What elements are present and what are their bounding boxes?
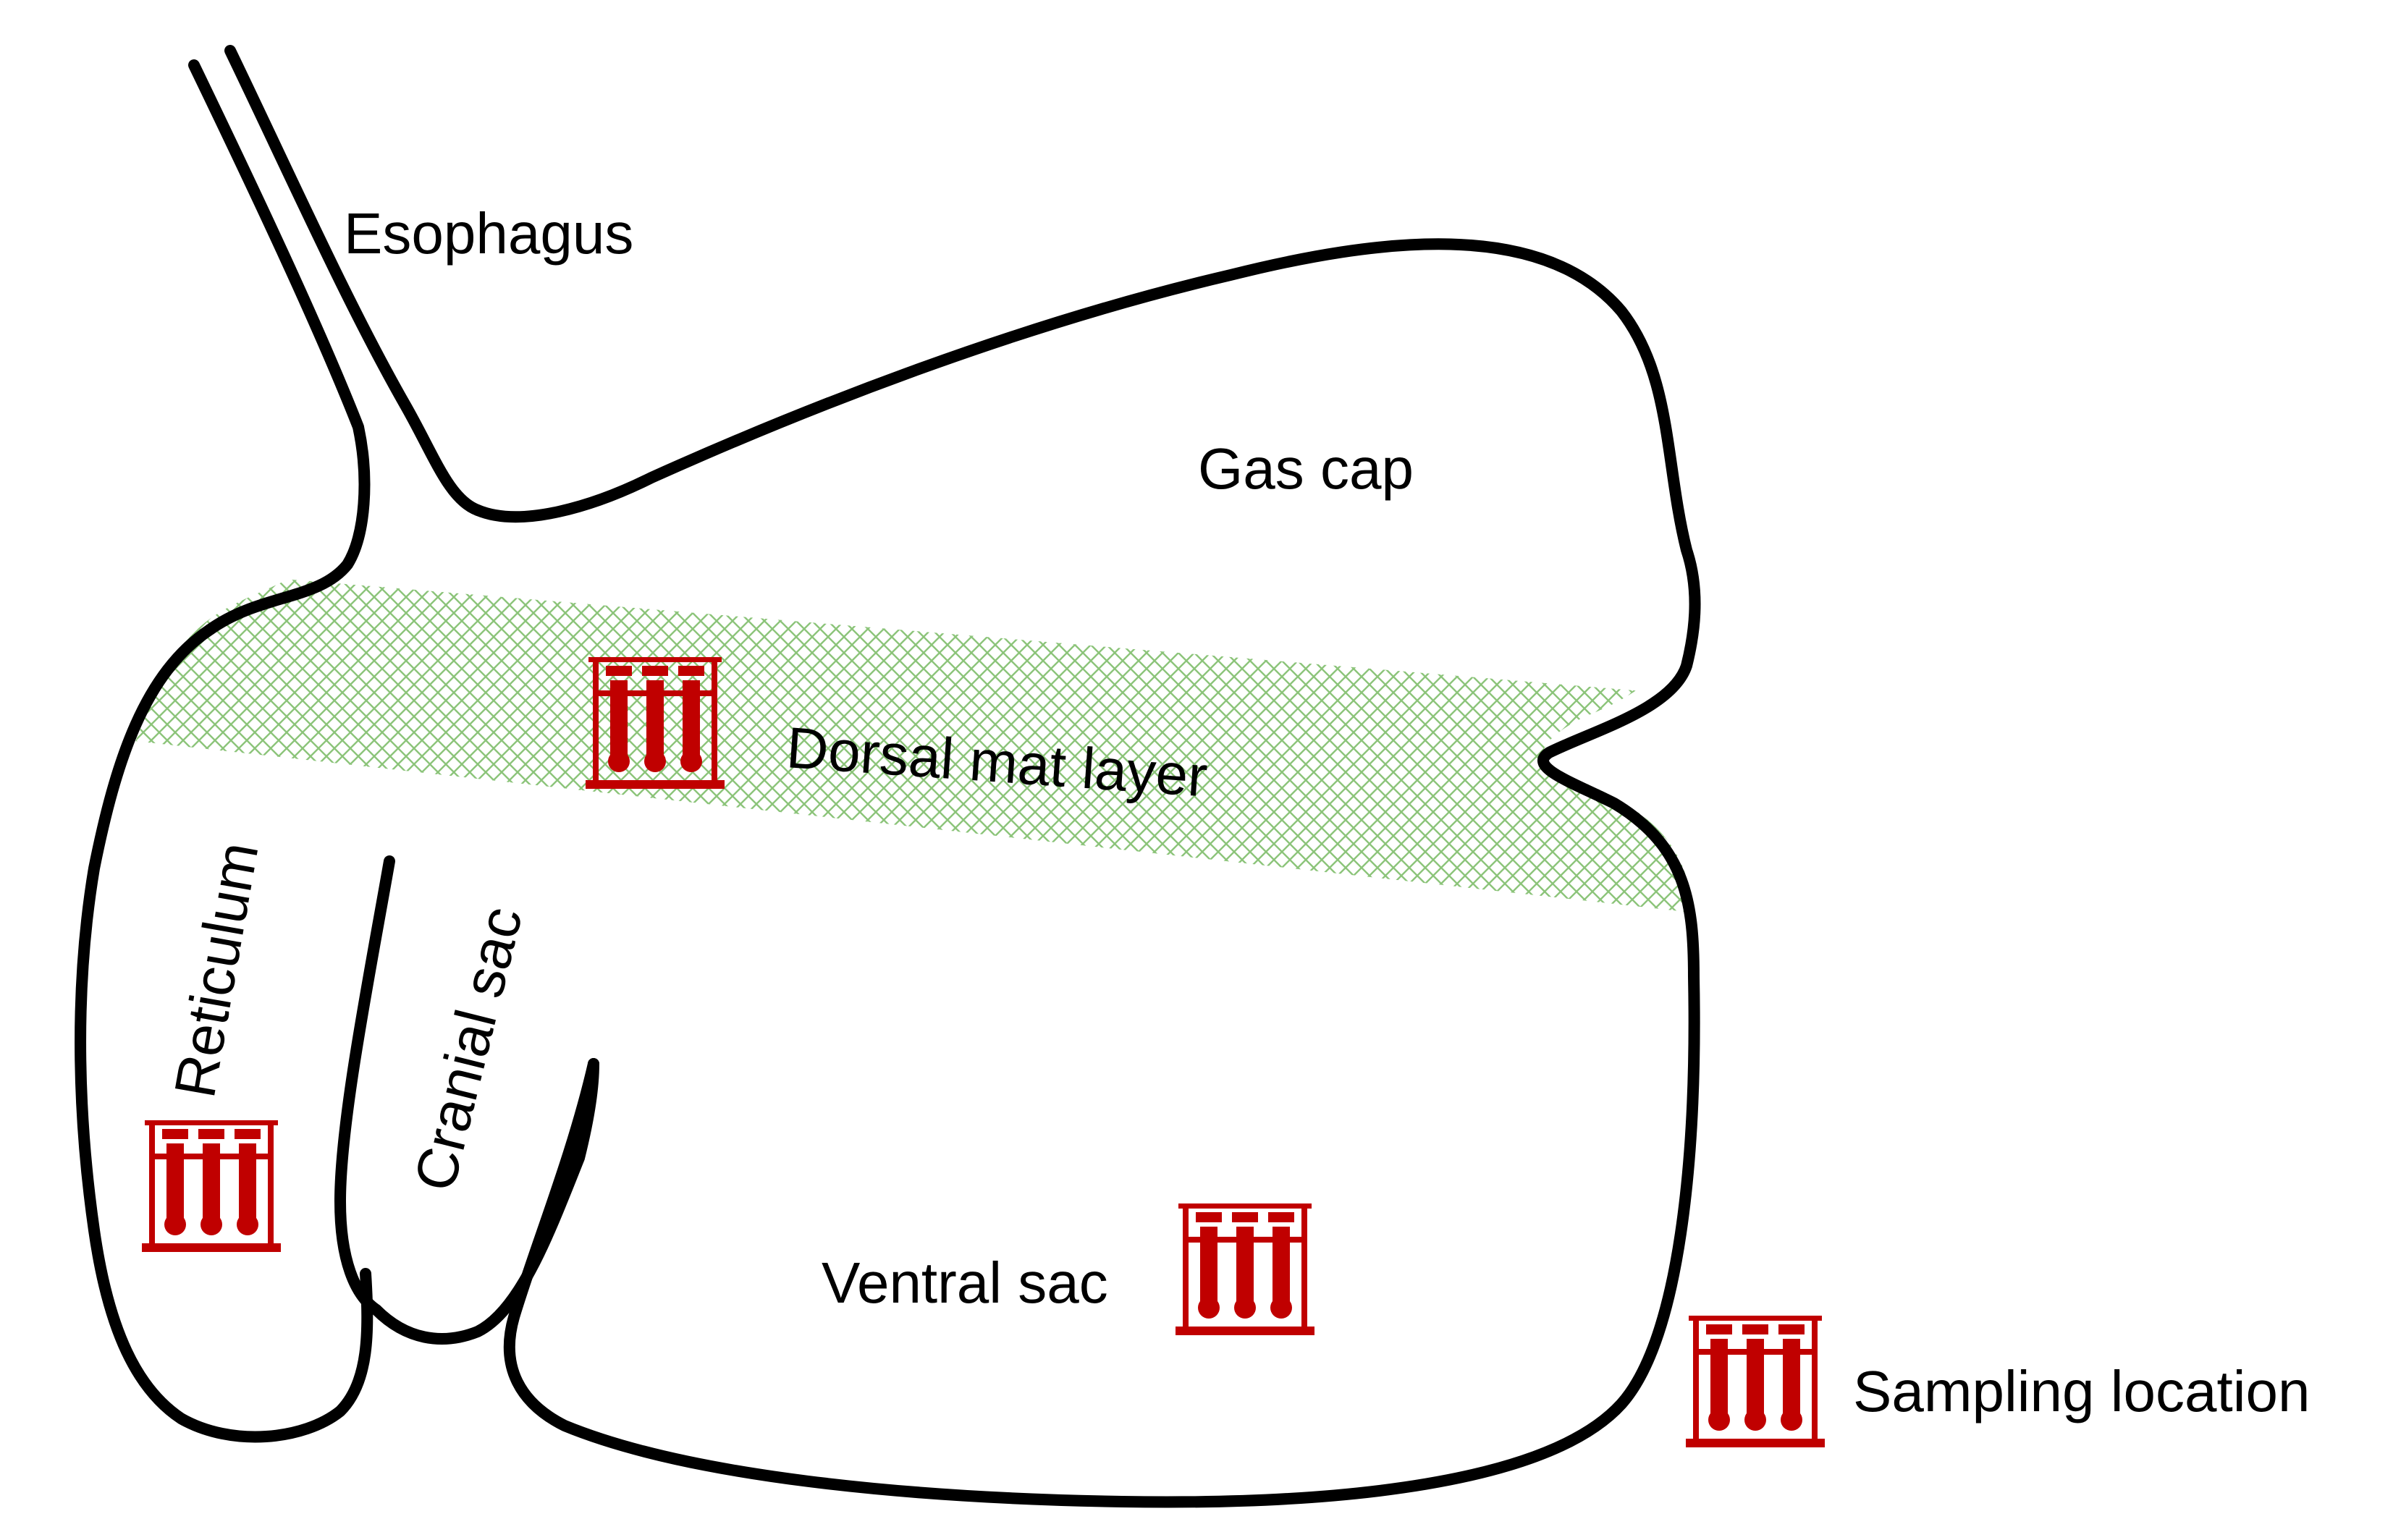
label-ventral-sac: Ventral sac: [822, 1251, 1108, 1315]
reticulum-divider: [334, 855, 395, 1316]
cranial-sac-bottom: [371, 1058, 599, 1345]
test-tube-rack-icon: [1686, 1316, 1825, 1447]
legend-sampling-location: Sampling location: [1853, 1359, 2310, 1423]
label-gas-cap: Gas cap: [1198, 436, 1414, 501]
label-cranial-sac: Cranial sac: [402, 900, 534, 1197]
stomach-outline: [75, 624, 373, 1443]
label-reticulum: Reticulum: [162, 837, 270, 1102]
legend: Sampling location: [1686, 1316, 2310, 1447]
dorsal-mat-band: [109, 564, 1687, 912]
stomach-outline-top: [472, 238, 1701, 1508]
esophagus-tube: [188, 45, 484, 635]
test-tube-rack-icon: [142, 1120, 281, 1252]
test-tube-rack-icon: [1176, 1203, 1314, 1335]
label-esophagus: Esophagus: [344, 201, 633, 266]
